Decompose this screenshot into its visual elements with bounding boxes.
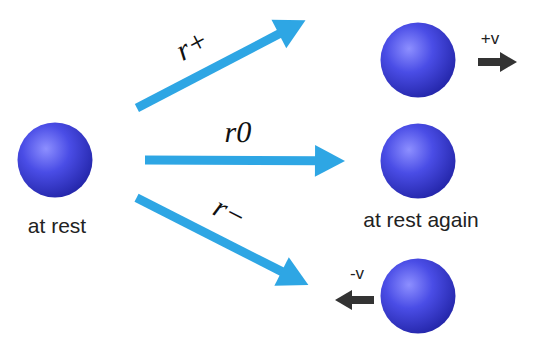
sphere-node: at rest again bbox=[380, 123, 456, 199]
sphere bbox=[380, 258, 456, 334]
velocity-arrow-right bbox=[478, 52, 517, 72]
sphere-node: +v bbox=[380, 22, 456, 98]
sphere bbox=[380, 22, 456, 98]
rate-label: r+ bbox=[171, 25, 213, 66]
state-label: at rest again bbox=[363, 208, 479, 231]
sphere-body bbox=[381, 259, 456, 334]
arrow-head bbox=[274, 257, 308, 286]
state-label: at rest bbox=[28, 214, 86, 237]
sphere-node: -v bbox=[380, 258, 456, 334]
arrow-shaft bbox=[137, 198, 284, 273]
transition-arrow bbox=[137, 20, 306, 108]
velocity-arrow-left bbox=[335, 290, 374, 310]
transition-arrow bbox=[145, 145, 345, 177]
sphere-body bbox=[381, 23, 456, 98]
rate-label: r− bbox=[209, 191, 251, 232]
sphere-body bbox=[18, 123, 93, 198]
arrow-head bbox=[272, 20, 306, 48]
state-label: -v bbox=[350, 265, 364, 284]
arrow-head bbox=[315, 145, 345, 177]
sphere-body bbox=[381, 124, 456, 199]
sphere bbox=[17, 122, 93, 198]
arrow-shaft bbox=[145, 156, 317, 166]
sphere bbox=[380, 123, 456, 199]
state-label: +v bbox=[481, 30, 499, 49]
sphere-node: at rest bbox=[17, 122, 93, 198]
rate-label: r0 bbox=[225, 117, 252, 147]
